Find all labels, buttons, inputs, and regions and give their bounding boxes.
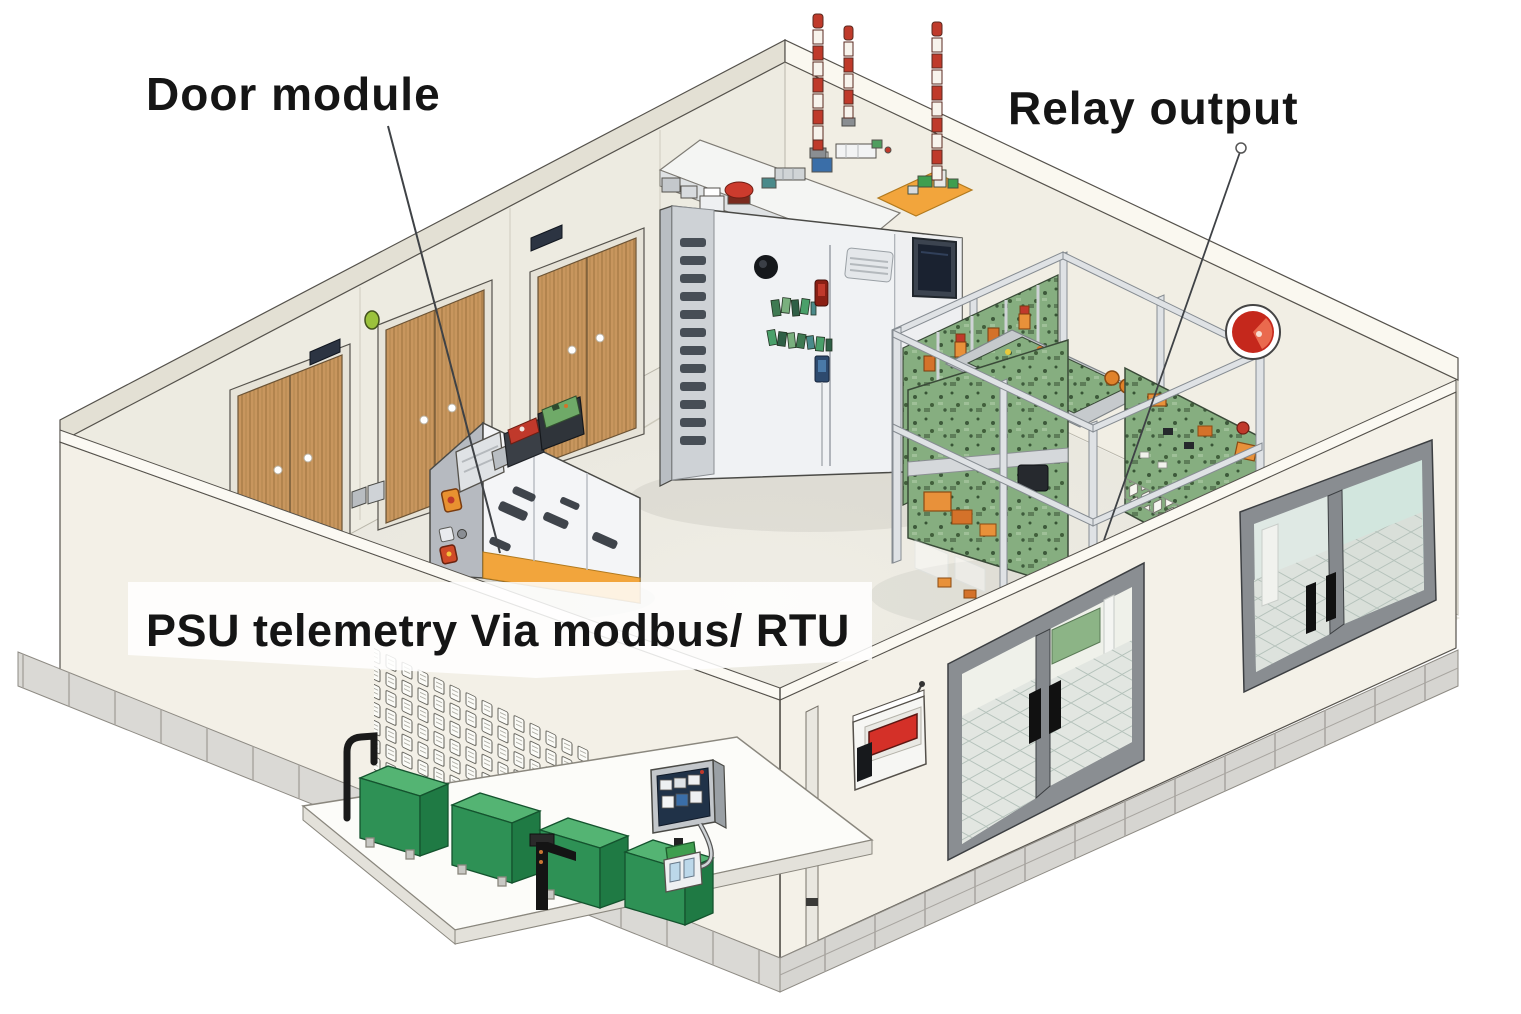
antenna-mast-1	[809, 13, 827, 159]
door-module-unit	[429, 395, 641, 604]
psu-telemetry-label: PSU telemetry Via modbus/ RTU	[146, 605, 850, 656]
indicator-light	[364, 310, 380, 330]
door-knob	[303, 453, 313, 463]
battery-box-1	[358, 765, 450, 860]
sensor-device	[663, 838, 703, 893]
cabinet-logo-glyphs	[766, 297, 833, 352]
red-circular-sign	[1225, 304, 1281, 360]
relay-output-label: Relay output	[1008, 82, 1299, 134]
door-closer-device	[351, 480, 385, 509]
door-handle	[1029, 688, 1041, 744]
keypad-black-panel	[857, 742, 872, 782]
door-knob	[447, 403, 457, 413]
door-knob	[419, 415, 429, 425]
cabinet-grille	[844, 247, 894, 283]
glass-door-set-1	[947, 561, 1145, 862]
antenna-mast-2	[841, 25, 856, 127]
door-knob	[595, 333, 605, 343]
callout-psu-telemetry: PSU telemetry Via modbus/ RTU	[128, 582, 872, 678]
leader-line-relay-output	[1103, 151, 1241, 541]
pipe-handle	[343, 732, 378, 822]
leader-dot	[1235, 142, 1247, 154]
leader-line-door-module	[387, 125, 501, 554]
door-sign-plaque	[309, 338, 341, 366]
equipment-cabinet	[658, 139, 974, 487]
ne-wall-cap	[784, 39, 1459, 381]
battery-box-3	[538, 817, 630, 909]
door-knob	[567, 345, 577, 355]
door-handle	[1306, 582, 1316, 634]
callout-door-module: Door module	[146, 68, 501, 554]
cabinet-screen	[912, 236, 957, 300]
door-module-label: Door module	[146, 68, 441, 120]
door-module-connectors	[438, 488, 467, 565]
psu-label-highlight	[128, 582, 872, 678]
grounding-pole	[529, 833, 576, 910]
pcb-through-glass	[1051, 607, 1101, 665]
keypad-antenna	[919, 681, 925, 687]
control-box-modules	[659, 770, 704, 809]
door-handle	[1049, 680, 1061, 734]
door-knob	[273, 465, 283, 475]
cabinet-vent-slots	[680, 238, 706, 445]
speaker-hole	[754, 255, 778, 279]
alarm-keypad	[852, 681, 927, 792]
cabinet-top-modules	[661, 139, 892, 213]
battery-box-2	[450, 792, 542, 887]
door-module-slots	[489, 486, 618, 552]
control-box	[650, 758, 727, 893]
antenna-mast-3	[931, 21, 943, 181]
door-module-top-modules	[455, 395, 585, 493]
door-sign-plaque	[530, 224, 563, 252]
callout-relay-output: Relay output	[1008, 82, 1299, 541]
glass-door-set-2	[1239, 438, 1437, 694]
door-handle	[1326, 572, 1336, 622]
battery-platform	[301, 732, 874, 946]
